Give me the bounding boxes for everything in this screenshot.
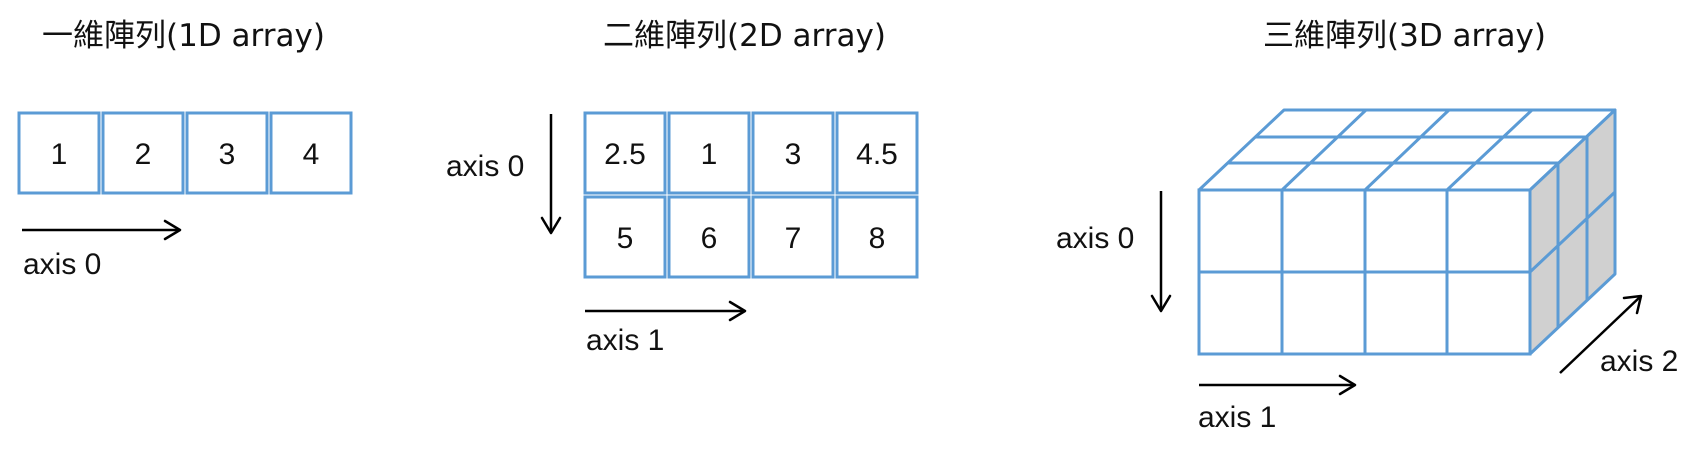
cube-side-grid bbox=[1528, 137, 1617, 327]
cell-1d-3 bbox=[269, 111, 353, 195]
title-2d-array: 二維陣列(2D array) bbox=[603, 18, 886, 54]
title-1d-array: 一維陣列(1D array) bbox=[42, 18, 325, 54]
cell-2d-r1c3 bbox=[835, 195, 919, 279]
cell-2d-r1c1 bbox=[667, 195, 751, 279]
cube-front-grid bbox=[1199, 190, 1530, 354]
cell-1d-2 bbox=[185, 111, 269, 195]
axis0-arrow-2d bbox=[540, 114, 562, 235]
axis0-arrow-1d bbox=[22, 219, 182, 241]
panel-2d-array: 二維陣列(2D array) 2.5 1 3 4.5 5 6 7 8 axis … bbox=[446, 18, 919, 357]
cell-2d-r0c0 bbox=[583, 111, 667, 195]
cell-2d-value: 8 bbox=[869, 222, 886, 255]
cell-2d-value: 3 bbox=[785, 138, 802, 171]
cell-2d-r1c0 bbox=[583, 195, 667, 279]
cell-1d-value: 1 bbox=[51, 138, 68, 171]
axis0-label-1d: axis 0 bbox=[23, 248, 101, 281]
axis0-arrow-3d bbox=[1150, 191, 1172, 313]
cell-2d-value: 6 bbox=[701, 222, 718, 255]
cell-2d-r1c2 bbox=[751, 195, 835, 279]
cell-1d-1 bbox=[101, 111, 185, 195]
cell-2d-r0c2 bbox=[751, 111, 835, 195]
axis1-label-3d: axis 1 bbox=[1198, 401, 1276, 434]
cell-1d-value: 2 bbox=[135, 138, 152, 171]
panel-3d-array: 三維陣列(3D array) axis 0 axis 1 axis 2 bbox=[1056, 18, 1678, 434]
axis2-label-3d: axis 2 bbox=[1600, 345, 1678, 378]
cell-2d-value: 4.5 bbox=[856, 138, 898, 171]
cell-2d-r0c3 bbox=[835, 111, 919, 195]
cell-2d-value: 5 bbox=[617, 222, 634, 255]
cell-1d-value: 4 bbox=[303, 138, 320, 171]
cube-3d-array bbox=[1197, 108, 1617, 356]
title-3d-array: 三維陣列(3D array) bbox=[1263, 18, 1546, 54]
cell-2d-r0c1 bbox=[667, 111, 751, 195]
axis1-label-2d: axis 1 bbox=[586, 324, 664, 357]
axis0-label-3d: axis 0 bbox=[1056, 222, 1134, 255]
axis1-arrow-3d bbox=[1199, 374, 1357, 396]
axis0-label-2d: axis 0 bbox=[446, 150, 524, 183]
cell-2d-value: 1 bbox=[701, 138, 718, 171]
panel-1d-array: 一維陣列(1D array) 1 2 3 4 axis 0 bbox=[17, 18, 353, 281]
axis1-arrow-2d bbox=[585, 300, 747, 322]
array-1d-cells: 1 2 3 4 bbox=[17, 111, 353, 195]
cell-2d-value: 7 bbox=[785, 222, 802, 255]
cell-1d-value: 3 bbox=[219, 138, 236, 171]
cell-2d-value: 2.5 bbox=[604, 138, 646, 171]
array-2d-cells: 2.5 1 3 4.5 5 6 7 8 bbox=[583, 111, 919, 279]
cell-1d-0 bbox=[17, 111, 101, 195]
axis2-arrow-3d bbox=[1559, 294, 1643, 374]
